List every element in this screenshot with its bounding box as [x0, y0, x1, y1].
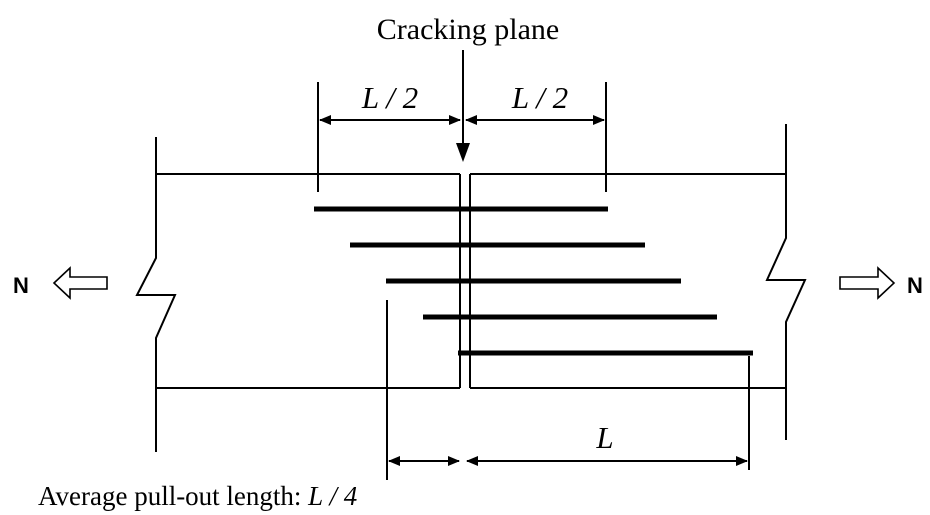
fibers	[314, 206, 753, 356]
dim-right-half-label: L / 2	[511, 80, 568, 115]
right-arrow-icon	[839, 266, 896, 300]
left-arrow-icon	[52, 266, 108, 300]
dim-full-label: L	[595, 420, 613, 455]
cracking-plane-label: Cracking plane	[377, 13, 559, 46]
pullout-caption: Average pull-out length: L / 4	[38, 481, 357, 511]
lower-dimension	[386, 300, 750, 480]
caption-prefix: Average pull-out length:	[38, 481, 308, 511]
force-left-label: N	[13, 273, 29, 298]
caption-value: L / 4	[307, 481, 357, 511]
cracking-plane-arrow	[456, 50, 470, 162]
left-specimen-half	[135, 137, 461, 452]
dim-left-half-label: L / 2	[361, 80, 418, 115]
force-right-label: N	[907, 273, 923, 298]
